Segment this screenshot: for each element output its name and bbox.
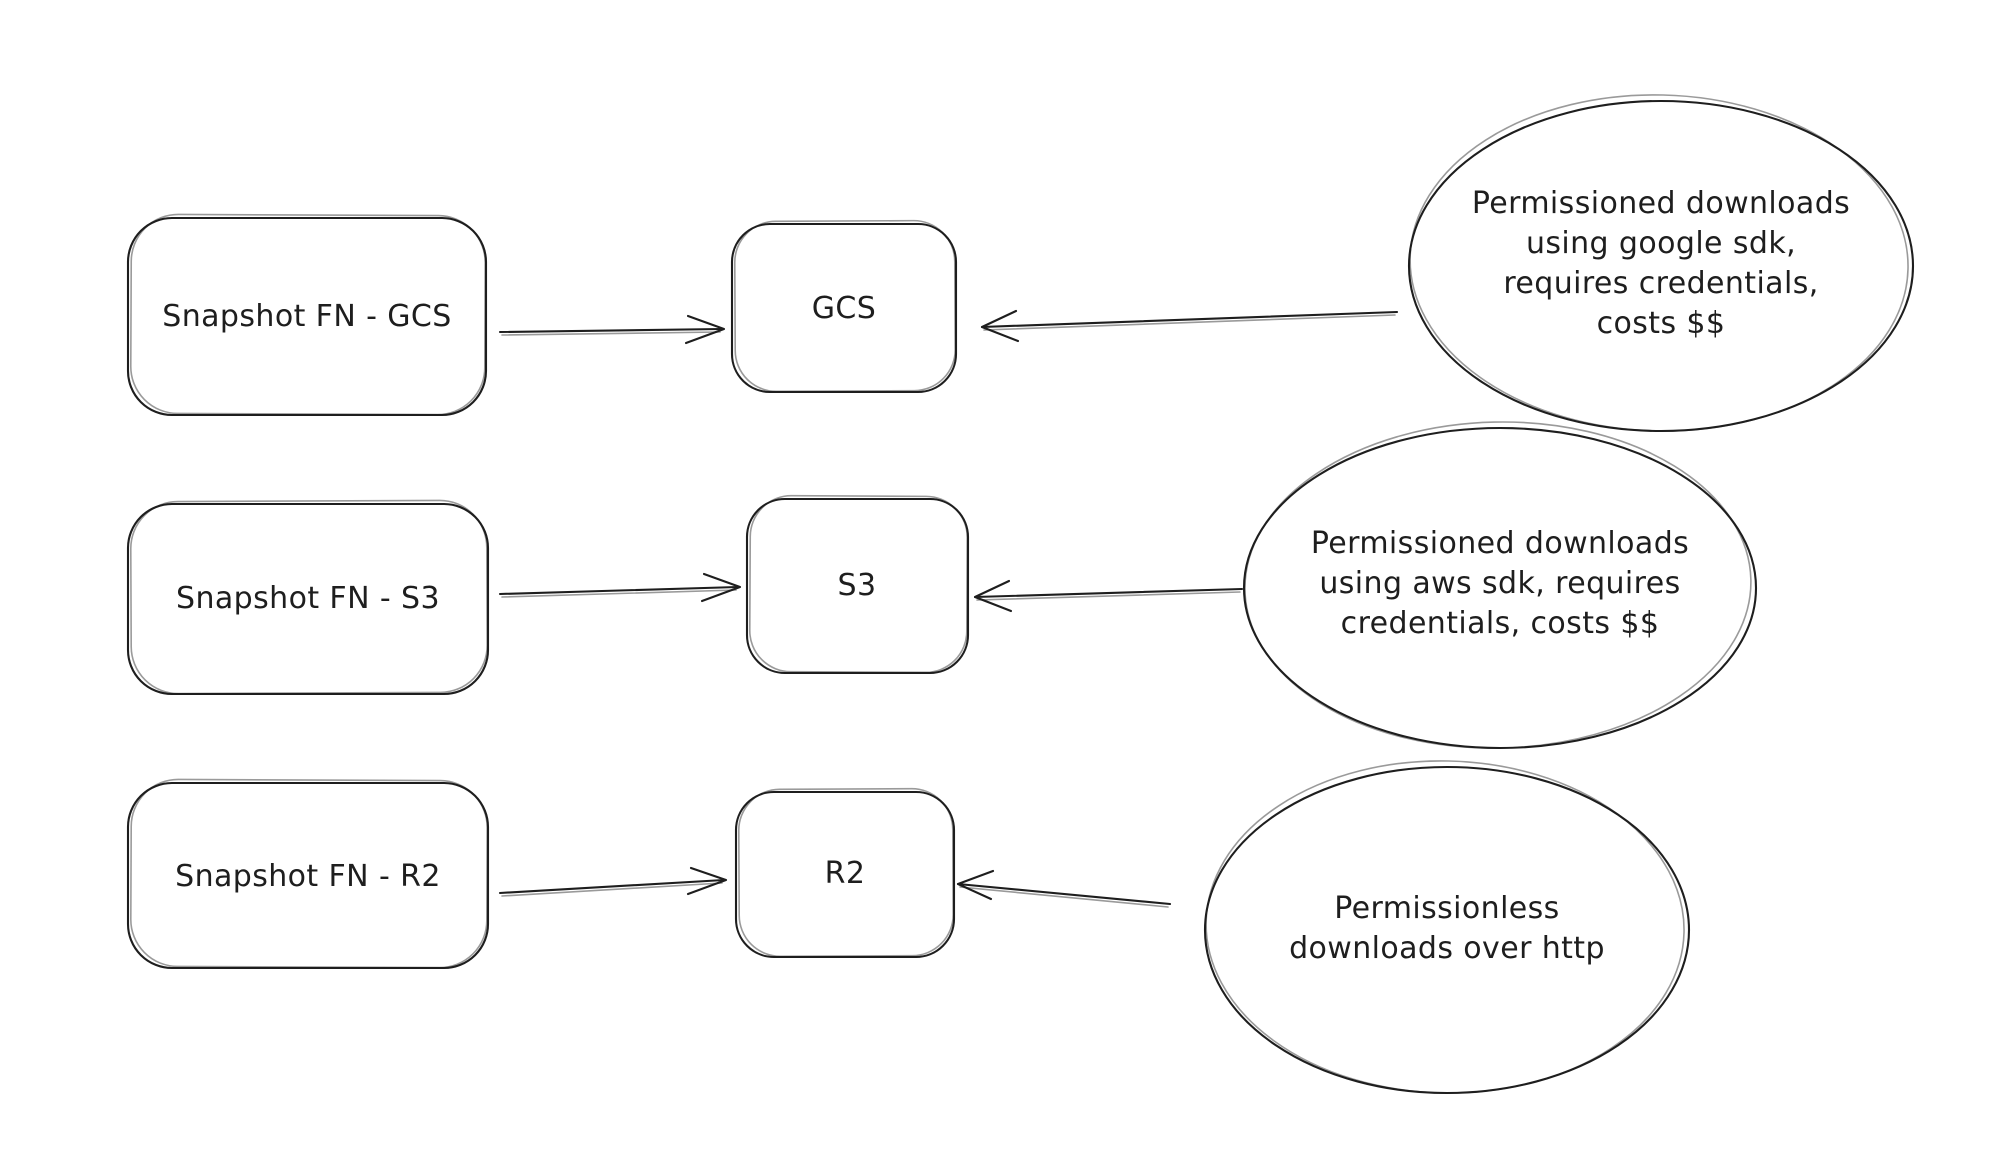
node-snapshot-fn-s3-label: Snapshot FN - S3	[176, 581, 440, 616]
note-gcs-line-4: costs $$	[1596, 306, 1726, 341]
node-r2-label: R2	[824, 856, 866, 891]
node-r2-box	[734, 787, 956, 959]
note-r2-line-1: Permissionless	[1334, 891, 1560, 926]
node-gcs-label: GCS	[811, 291, 877, 326]
note-s3-line-1: Permissioned downloads	[1310, 526, 1690, 561]
node-snapshot-fn-s3-box	[126, 499, 490, 696]
arrow-snapshot-fn-r2-to-r2	[498, 866, 728, 897]
note-gcs-line-2: using google sdk,	[1525, 226, 1797, 261]
node-s3-box	[745, 494, 970, 675]
arrow-note-r2-to-r2	[956, 869, 1172, 908]
note-r2-text: Permissionless downloads over http	[1289, 889, 1605, 969]
note-gcs-ellipse	[1407, 94, 1915, 433]
node-snapshot-fn-r2-label: Snapshot FN - R2	[175, 859, 441, 894]
arrow-snapshot-fn-gcs-to-gcs	[498, 314, 726, 345]
note-s3-ellipse	[1242, 421, 1758, 750]
node-snapshot-fn-gcs-box	[126, 213, 488, 417]
note-s3-line-2: using aws sdk, requires	[1319, 566, 1681, 601]
node-snapshot-fn-gcs-label: Snapshot FN - GCS	[162, 299, 452, 334]
arrow-note-s3-to-s3	[973, 579, 1244, 613]
arrow-snapshot-fn-s3-to-s3	[498, 572, 742, 603]
note-gcs-line-3: requires credentials,	[1503, 266, 1819, 301]
note-gcs-text: Permissioned downloads using google sdk,…	[1472, 184, 1850, 344]
node-gcs-box	[730, 219, 958, 394]
node-s3-label: S3	[837, 568, 877, 603]
note-gcs-line-1: Permissioned downloads	[1471, 186, 1851, 221]
note-r2-ellipse	[1203, 760, 1691, 1095]
note-s3-text: Permissioned downloads using aws sdk, re…	[1311, 524, 1689, 644]
note-s3-line-3: credentials, costs $$	[1340, 606, 1660, 641]
node-snapshot-fn-r2-box	[126, 778, 490, 970]
note-r2-line-2: downloads over http	[1289, 931, 1605, 966]
arrow-note-gcs-to-gcs	[980, 309, 1399, 343]
